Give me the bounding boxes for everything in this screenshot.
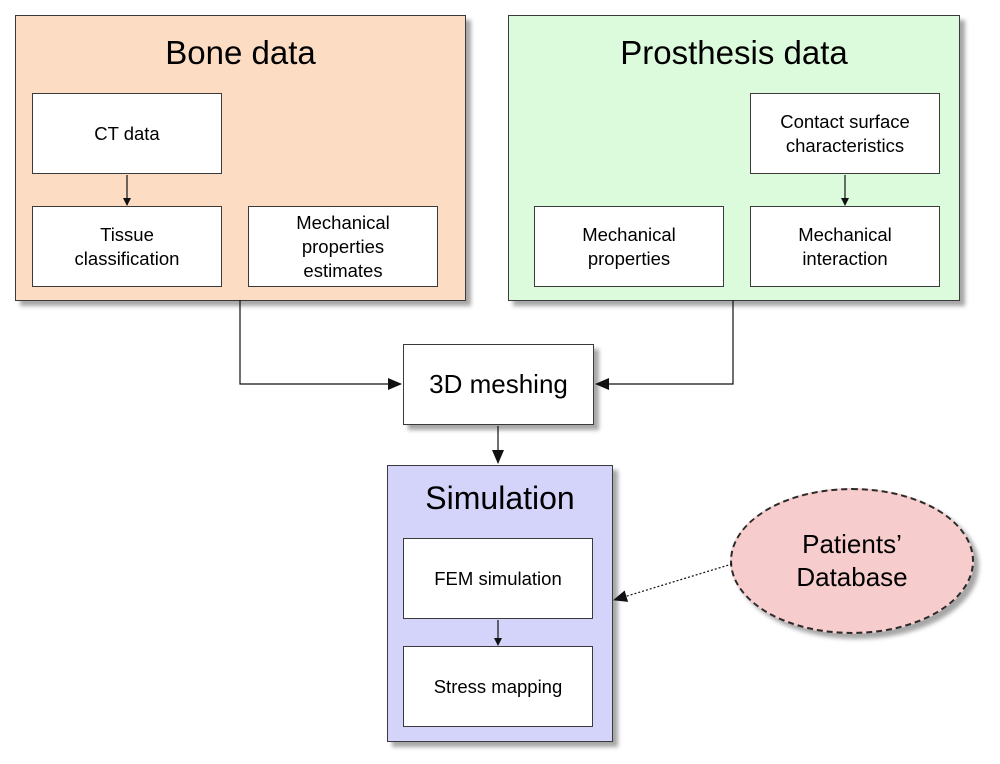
mechanical-properties-estimates-box: Mechanical properties estimates bbox=[248, 206, 438, 287]
prosthesis-data-title: Prosthesis data bbox=[620, 34, 848, 71]
simulation-title: Simulation bbox=[425, 480, 575, 516]
arrow-bone-to-meshing bbox=[239, 300, 402, 390]
bone-data-title: Bone data bbox=[165, 34, 316, 71]
mechanical-interaction-box: Mechanical interaction bbox=[750, 206, 940, 287]
fem-simulation-box: FEM simulation bbox=[403, 538, 593, 619]
prosthesis-mechanical-properties-box: Mechanical properties bbox=[534, 206, 724, 287]
contact-surface-box: Contact surface characteristics bbox=[750, 93, 940, 174]
tissue-classification-box: Tissue classification bbox=[32, 206, 222, 287]
arrow-prosthesis-to-meshing bbox=[595, 300, 734, 390]
meshing-box: 3D meshing bbox=[403, 344, 594, 425]
arrow-database-to-simulation bbox=[613, 563, 733, 602]
stress-mapping-box: Stress mapping bbox=[403, 646, 593, 727]
patients-database-ellipse: Patients’ Database bbox=[730, 488, 974, 634]
ct-data-box: CT data bbox=[32, 93, 222, 174]
